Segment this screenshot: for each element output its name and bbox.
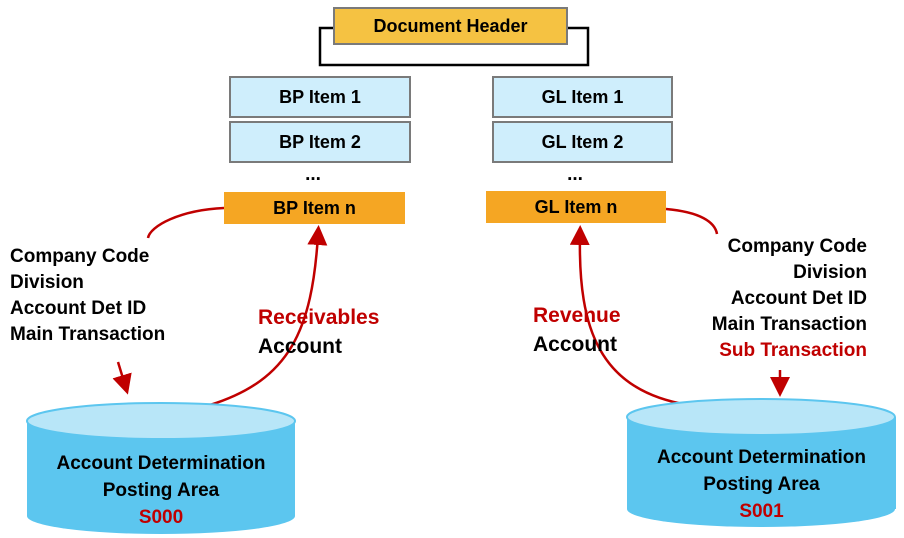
document-header-label: Document Header bbox=[373, 15, 528, 36]
receivables-line2: Account bbox=[258, 335, 342, 358]
bp-item-n-label: BP Item n bbox=[273, 197, 356, 218]
left-criterion-main-transaction: Main Transaction bbox=[10, 324, 166, 345]
revenue-line2: Account bbox=[533, 333, 617, 356]
bp-item-1-label: BP Item 1 bbox=[279, 86, 361, 107]
bp-ellipsis: ... bbox=[305, 164, 321, 185]
right-criterion-company-code: Company Code bbox=[727, 236, 867, 257]
gl-ellipsis: ... bbox=[567, 164, 583, 185]
revenue-line1: Revenue bbox=[533, 304, 621, 327]
left-criterion-division: Division bbox=[10, 272, 84, 293]
gl-item-1-label: GL Item 1 bbox=[541, 86, 624, 107]
gl-item-n-box: GL Item n bbox=[486, 191, 666, 223]
right-db-line1: Account Determination bbox=[656, 447, 867, 468]
bp-item-2-box: BP Item 2 bbox=[229, 121, 411, 163]
receivables-line1: Receivables bbox=[258, 306, 380, 329]
right-criterion-main-transaction: Main Transaction bbox=[711, 314, 867, 335]
left-criterion-company-code: Company Code bbox=[10, 246, 150, 267]
right-database-label: Account Determination Posting Area S001 bbox=[627, 444, 896, 525]
arrow-right-db-to-gl-item-n bbox=[569, 225, 689, 407]
gl-item-1-box: GL Item 1 bbox=[492, 76, 673, 118]
left-db-code: S000 bbox=[138, 507, 184, 528]
right-criterion-sub-transaction: Sub Transaction bbox=[719, 340, 867, 361]
right-db-code: S001 bbox=[739, 501, 784, 522]
document-header-box: Document Header bbox=[333, 7, 568, 45]
right-criteria-list: Company Code Division Account Det ID Mai… bbox=[712, 234, 867, 364]
left-criteria-list: Company Code Division Account Det ID Mai… bbox=[10, 244, 165, 348]
revenue-account-label: Revenue Account bbox=[533, 301, 621, 359]
right-database-cylinder bbox=[626, 398, 896, 527]
right-criterion-account-det-id: Account Det ID bbox=[730, 288, 867, 309]
gl-item-2-box: GL Item 2 bbox=[492, 121, 673, 163]
arrow-criteria-to-left-db bbox=[112, 361, 132, 395]
bp-item-n-box: BP Item n bbox=[224, 192, 405, 224]
left-database-label: Account Determination Posting Area S000 bbox=[27, 450, 295, 531]
right-criterion-division: Division bbox=[793, 262, 867, 283]
gl-item-2-label: GL Item 2 bbox=[541, 131, 624, 152]
receivables-account-label: Receivables Account bbox=[258, 303, 379, 361]
arrow-left-db-to-bp-item-n bbox=[209, 225, 328, 407]
left-db-line1: Account Determination bbox=[56, 453, 266, 474]
arrow-gl-to-criteria bbox=[665, 207, 719, 235]
bp-item-2-label: BP Item 2 bbox=[279, 131, 361, 152]
gl-item-n-label: GL Item n bbox=[534, 196, 618, 217]
left-criterion-account-det-id: Account Det ID bbox=[10, 298, 147, 319]
left-db-line2: Posting Area bbox=[102, 480, 220, 501]
tree-connector-line bbox=[318, 26, 590, 67]
bp-item-1-box: BP Item 1 bbox=[229, 76, 411, 118]
right-db-line2: Posting Area bbox=[703, 474, 820, 495]
left-database-cylinder bbox=[26, 402, 296, 534]
arrow-bp-to-criteria bbox=[146, 206, 225, 239]
